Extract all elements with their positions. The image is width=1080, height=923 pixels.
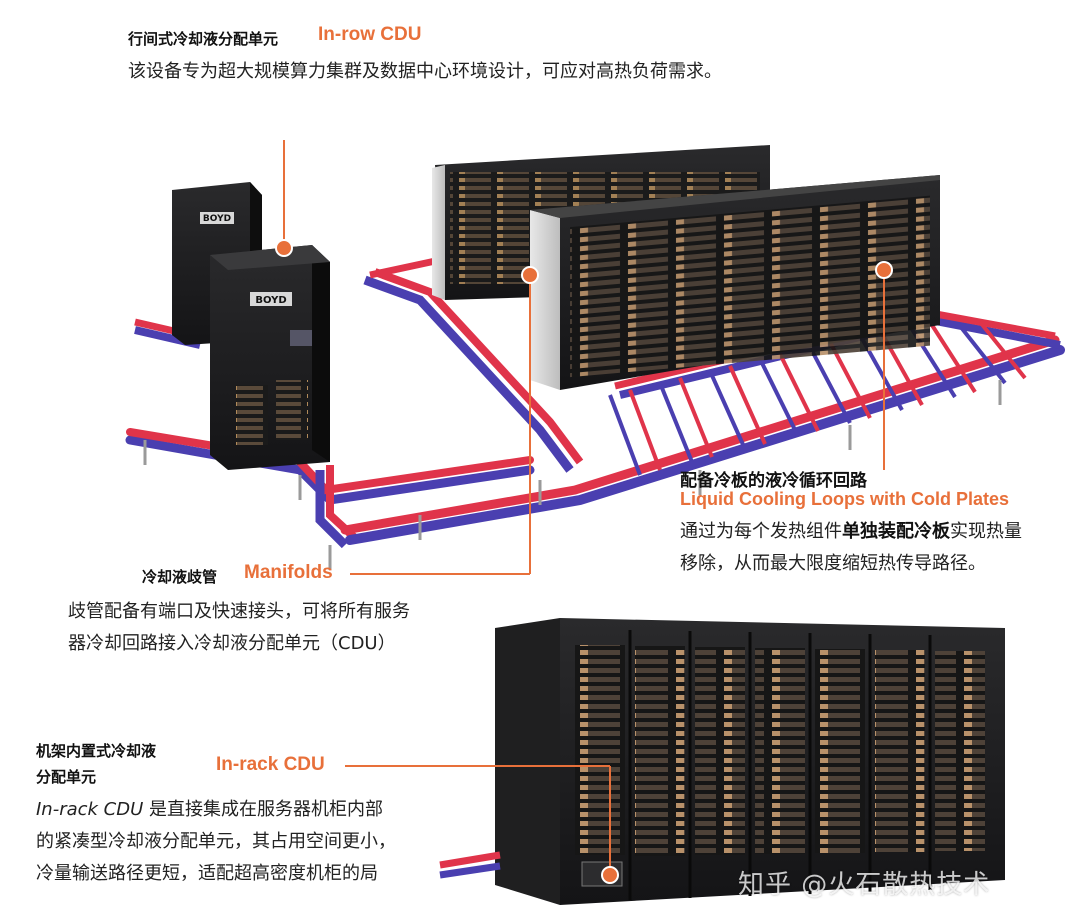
inrow-title-en: In-row CDU bbox=[318, 24, 422, 45]
inrow-cdu-front: BOYD bbox=[210, 245, 330, 470]
manifolds-description: 歧管配备有端口及快速接头，可将所有服务 器冷却回路接入冷却液分配单元（CDU） bbox=[68, 596, 410, 660]
inrack-desc-line2: 的紧凑型冷却液分配单元，其占用空间更小， bbox=[36, 831, 396, 852]
boyd-logo-front: BOYD bbox=[255, 295, 286, 306]
inrack-title-cn-line2: 分配单元 bbox=[36, 768, 97, 786]
callout-dot-manifolds bbox=[521, 266, 539, 284]
callout-dot-loops bbox=[875, 261, 893, 279]
inrack-title-cn-line1: 机架内置式冷却液 bbox=[36, 742, 157, 760]
inrack-desc-line3: 冷量输送路径更短，适配超高密度机柜的局 bbox=[36, 863, 378, 884]
inrack-desc-italic: In-rack CDU bbox=[36, 799, 144, 820]
callout-dot-inrack bbox=[601, 866, 619, 884]
manifolds-desc-line2: 器冷却回路接入冷却液分配单元（CDU） bbox=[68, 633, 396, 654]
manifolds-title-cn: 冷却液歧管 bbox=[142, 568, 218, 586]
loops-description: 通过为每个发热组件单独装配冷板实现热量 移除，从而最大限度缩短热传导路径。 bbox=[680, 516, 1022, 580]
loops-desc-pre: 通过为每个发热组件 bbox=[680, 521, 842, 542]
loops-desc-post: 实现热量 bbox=[950, 521, 1022, 542]
manifolds-desc-line1: 歧管配备有端口及快速接头，可将所有服务 bbox=[68, 601, 410, 622]
zhihu-watermark: 知乎 @火石散热技术 bbox=[738, 870, 991, 900]
inrack-title-en: In-rack CDU bbox=[216, 754, 325, 775]
pipe-supports bbox=[143, 380, 1002, 570]
loops-title-cn: 配备冷板的液冷循环回路 bbox=[680, 471, 867, 491]
callout-dot-inrow bbox=[275, 239, 293, 257]
manifolds-title-en: Manifolds bbox=[244, 562, 333, 583]
server-rack-row-front bbox=[530, 175, 940, 390]
inrack-cdu-rack-row bbox=[439, 618, 1005, 905]
loops-desc-bold: 单独装配冷板 bbox=[842, 521, 950, 542]
loops-desc-line2: 移除，从而最大限度缩短热传导路径。 bbox=[680, 553, 986, 574]
inrack-title-cn: 机架内置式冷却液 分配单元 bbox=[36, 738, 156, 790]
inrow-title-cn: 行间式冷却液分配单元 bbox=[128, 30, 279, 48]
boyd-logo-back: BOYD bbox=[203, 214, 231, 224]
loops-title-en: Liquid Cooling Loops with Cold Plates bbox=[680, 489, 1009, 509]
inrack-description: In-rack CDU 是直接集成在服务器机柜内部 的紧凑型冷却液分配单元，其占… bbox=[36, 794, 396, 890]
inrack-desc-line1-rest: 是直接集成在服务器机柜内部 bbox=[143, 799, 384, 820]
inrow-description: 该设备专为超大规模算力集群及数据中心环境设计，可应对高热负荷需求。 bbox=[128, 61, 722, 82]
callout-lines bbox=[283, 140, 885, 875]
